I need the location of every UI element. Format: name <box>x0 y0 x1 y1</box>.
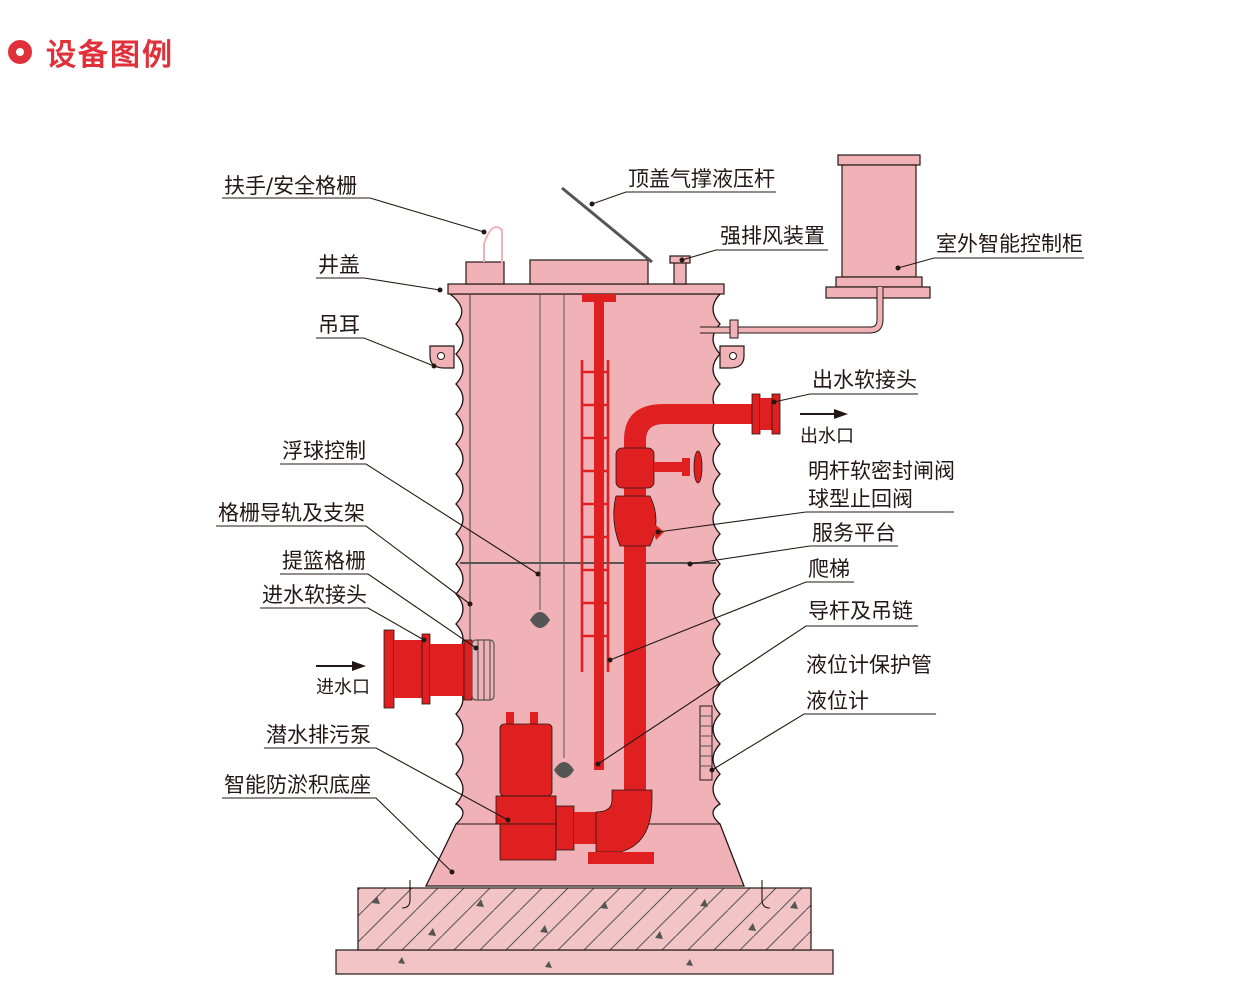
svg-text:服务平台: 服务平台 <box>812 521 896 545</box>
concrete-aggregate-marks <box>372 896 798 968</box>
label-gas-strut: 顶盖气撑液压杆 <box>589 167 776 207</box>
circle-bullet-icon <box>8 40 32 64</box>
main-cover <box>529 259 649 285</box>
svg-text:强排风装置: 强排风装置 <box>720 224 825 248</box>
discharge-pipe <box>624 440 646 800</box>
svg-text:智能防淤积底座: 智能防淤积底座 <box>224 773 371 797</box>
label-level-tube: 液位计保护管 <box>806 653 932 677</box>
label-float-control: 浮球控制 <box>280 439 541 577</box>
label-cover: 井盖 <box>316 253 443 293</box>
label-handrail: 扶手/安全格栅 <box>222 174 487 235</box>
label-base: 智能防淤积底座 <box>222 773 455 875</box>
svg-text:出水软接头: 出水软接头 <box>812 368 917 392</box>
label-platform: 服务平台 <box>687 521 898 567</box>
svg-text:潜水排污泵: 潜水排污泵 <box>266 723 371 747</box>
label-grille-rail: 格栅导轨及支架 <box>216 501 473 607</box>
svg-text:进水软接头: 进水软接头 <box>262 583 367 607</box>
vent-pipe <box>673 261 687 285</box>
svg-text:爬梯: 爬梯 <box>808 557 850 581</box>
level-meter-tube <box>699 705 713 781</box>
svg-text:吊耳: 吊耳 <box>318 313 360 337</box>
label-check-valve: 球型止回阀 <box>655 487 954 535</box>
base-slab-lower <box>335 949 834 975</box>
outlet-joint-flange <box>771 393 781 435</box>
label-gate-valve: 明杆软密封闸阀 <box>808 459 955 483</box>
label-control-cabinet: 室外智能控制柜 <box>895 232 1084 271</box>
inlet-flange-left <box>383 629 395 709</box>
tank-body <box>424 293 745 887</box>
guide-rod <box>594 300 604 770</box>
svg-text:格栅导轨及支架: 格栅导轨及支架 <box>218 501 365 525</box>
label-level-meter: 液位计 <box>709 689 936 773</box>
svg-text:浮球控制: 浮球控制 <box>282 439 366 463</box>
concrete-foundation <box>357 887 812 951</box>
outlet-label: 出水口 <box>800 426 854 447</box>
control-cabinet <box>841 164 917 278</box>
float-ball-upper <box>530 612 550 628</box>
label-ladder: 爬梯 <box>607 557 854 663</box>
section-title: 设备图例 <box>46 38 174 73</box>
label-guide-chain: 导杆及吊链 <box>595 599 918 767</box>
section-header: 设备图例 <box>8 30 174 74</box>
svg-text:井盖: 井盖 <box>318 253 360 277</box>
label-basket-grille: 提篮格栅 <box>280 549 479 651</box>
svg-text:液位计: 液位计 <box>806 689 869 713</box>
svg-text:导杆及吊链: 导杆及吊链 <box>808 599 913 623</box>
svg-text:扶手/安全格栅: 扶手/安全格栅 <box>224 174 357 198</box>
label-lifting-lug: 吊耳 <box>316 313 437 369</box>
anchor-bolt-right <box>761 880 771 909</box>
gas-strut-rod <box>561 186 653 264</box>
outlet-elbow <box>624 404 752 440</box>
anchor-bolt-left <box>401 880 411 909</box>
check-valve-body <box>613 495 657 547</box>
gate-valve-handwheel <box>693 450 703 484</box>
gate-valve-body <box>615 447 655 489</box>
basket-grille <box>471 639 495 701</box>
small-cover <box>465 261 505 285</box>
top-flange <box>447 283 725 295</box>
label-inlet-joint: 进水软接头 <box>260 583 427 643</box>
inlet-label: 进水口 <box>316 677 370 698</box>
label-pump: 潜水排污泵 <box>264 723 511 823</box>
label-ventilation: 强排风装置 <box>679 224 828 263</box>
svg-text:球型止回阀: 球型止回阀 <box>808 487 913 511</box>
float-ball-lower <box>554 762 574 778</box>
svg-text:室外智能控制柜: 室外智能控制柜 <box>936 232 1083 256</box>
submersible-pump <box>495 712 654 864</box>
svg-text:顶盖气撑液压杆: 顶盖气撑液压杆 <box>628 167 775 191</box>
label-outlet-joint: 出水软接头 <box>771 368 918 405</box>
svg-text:提篮格栅: 提篮格栅 <box>282 549 366 573</box>
